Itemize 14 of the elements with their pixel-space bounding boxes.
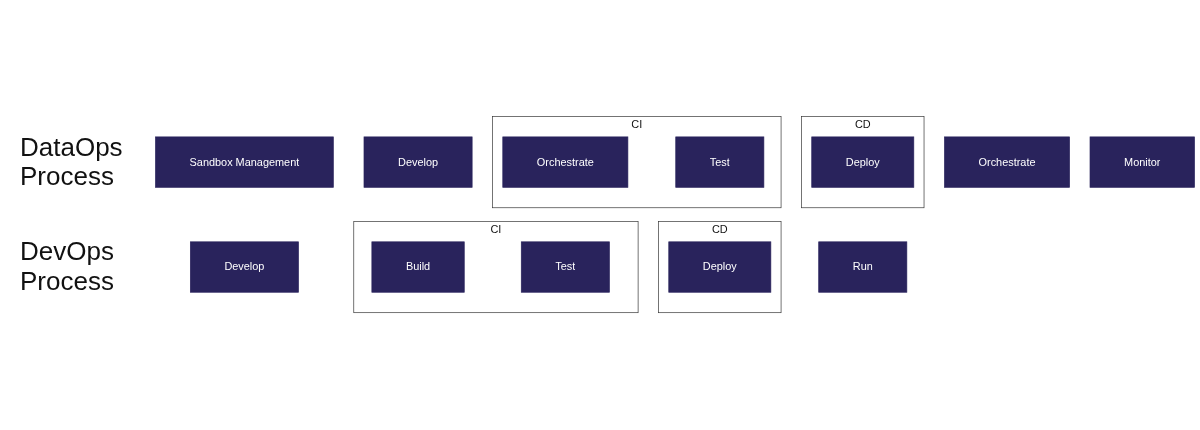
node-box: Develop: [190, 241, 299, 293]
row-heading: DataOps Process: [20, 132, 124, 193]
node-box: Run: [818, 241, 908, 293]
node-box: Deploy: [668, 241, 772, 293]
node-box: Test: [520, 241, 610, 293]
node-box: Sandbox Management: [155, 136, 334, 189]
node-box: Monitor: [1089, 136, 1195, 189]
node-box: Deploy: [811, 136, 915, 189]
node-box: Orchestrate: [502, 136, 629, 189]
node-box: Test: [675, 136, 765, 189]
node-box: Build: [371, 241, 465, 293]
row-heading: DevOps Process: [20, 237, 115, 298]
node-box: Orchestrate: [944, 136, 1070, 189]
node-box: Develop: [363, 136, 473, 189]
